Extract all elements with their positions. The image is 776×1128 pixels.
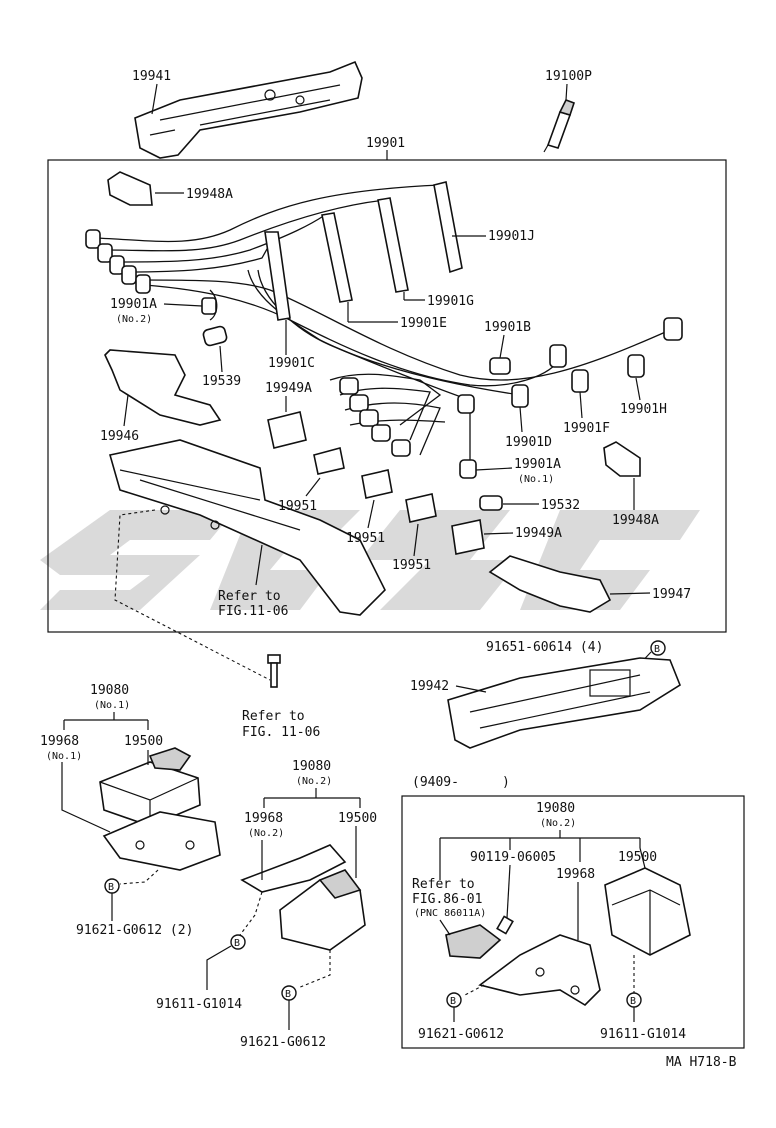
part-19100p-spark-plug (543, 98, 576, 153)
part-19946-bracket (104, 349, 222, 426)
label-19080-2-sub: (No.2) (296, 776, 332, 787)
label-refer-3: Refer to (412, 877, 475, 892)
circle-b-5: B (450, 996, 456, 1007)
label-19942: 19942 (410, 679, 449, 694)
label-19968-3: 19968 (556, 867, 595, 882)
label-91621-b: 91621-G0612 (418, 1027, 504, 1042)
label-91611-b: 91611-G1014 (600, 1027, 686, 1042)
label-refer-3-fig: FIG.86-01 (412, 892, 482, 907)
label-91611-a: 91611-G1014 (156, 997, 242, 1012)
label-19901e: 19901E (400, 316, 447, 331)
label-19968-2-sub: (No.2) (248, 828, 284, 839)
label-19100p: 19100P (545, 69, 592, 84)
bolt-90119 (496, 915, 514, 935)
part-19968-bracket-3 (478, 934, 601, 1007)
label-19968-1: 19968 (40, 734, 79, 749)
label-19901h: 19901H (620, 402, 667, 417)
part-wire-duct (108, 439, 386, 616)
part-19948a-clip-top (107, 171, 153, 206)
label-19948a-top: 19948A (186, 187, 233, 202)
label-refer-2: Refer to (242, 709, 305, 724)
part-19500-coil-2 (279, 869, 366, 951)
label-19080-2: 19080 (292, 759, 331, 774)
plug-boots (85, 181, 683, 479)
label-19080-3-sub: (No.2) (540, 818, 576, 829)
label-19901j: 19901J (488, 229, 535, 244)
label-refer-1-fig: FIG.11-06 (218, 604, 288, 619)
label-refer-3-pnc: (PNC 86011A) (414, 908, 486, 919)
part-19948a-clip-right (603, 441, 641, 477)
label-19539: 19539 (202, 374, 241, 389)
label-19532: 19532 (541, 498, 580, 513)
circle-b-2: B (108, 882, 114, 893)
label-19500-3: 19500 (618, 850, 657, 865)
label-91651: 91651-60614 (4) (486, 640, 603, 655)
label-19946: 19946 (100, 429, 139, 444)
part-19949a-holder-top (267, 411, 307, 449)
label-19941: 19941 (132, 69, 171, 84)
part-19942-cover (447, 657, 681, 749)
part-19951-holders (313, 447, 485, 555)
label-19901: 19901 (366, 136, 405, 151)
label-91621-2: 91621-G0612 (2) (76, 923, 193, 938)
label-91621-a: 91621-G0612 (240, 1035, 326, 1050)
part-19941-cover (134, 60, 363, 159)
label-19968-2: 19968 (244, 811, 283, 826)
label-19901f: 19901F (563, 421, 610, 436)
label-19080-1: 19080 (90, 683, 129, 698)
part-sensor (445, 924, 502, 959)
circle-b-1: B (654, 644, 660, 655)
label-90119: 90119-06005 (470, 850, 556, 865)
label-19901a-no1: 19901A (514, 457, 561, 472)
label-19948a-right: 19948A (612, 513, 659, 528)
label-19901d: 19901D (505, 435, 552, 450)
label-19080-1-sub: (No.1) (94, 700, 130, 711)
label-19901a-no1-sub: (No.1) (518, 474, 554, 485)
later-version-frame (401, 795, 745, 1049)
label-19968-1-sub: (No.1) (46, 751, 82, 762)
label-refer-2-fig: FIG. 11-06 (242, 725, 320, 740)
part-19532 (479, 495, 503, 511)
part-19500-coil-1 (99, 747, 201, 827)
label-19901b: 19901B (484, 320, 531, 335)
part-19500-coil-3 (604, 867, 691, 956)
label-19901g: 19901G (427, 294, 474, 309)
label-19951-b: 19951 (346, 531, 385, 546)
label-19901a-no2: 19901A (110, 297, 157, 312)
label-19901a-no2-sub: (No.2) (116, 314, 152, 325)
label-19951-a: 19951 (278, 499, 317, 514)
circle-b-4: B (285, 989, 291, 1000)
part-19947-bracket (488, 555, 612, 613)
part-19539 (202, 325, 228, 347)
bolt-fig1106 (267, 654, 281, 688)
label-19080-3: 19080 (536, 801, 575, 816)
part-19968-bracket-1 (102, 811, 221, 871)
label-19951-c: 19951 (392, 558, 431, 573)
label-19947: 19947 (652, 587, 691, 602)
circle-b-3: B (234, 938, 240, 949)
label-19500-1: 19500 (124, 734, 163, 749)
label-refer-1: Refer to (218, 589, 281, 604)
footer-code: MA H718-B (666, 1055, 737, 1070)
label-19500-2: 19500 (338, 811, 377, 826)
label-19901c: 19901C (268, 356, 315, 371)
circle-b-6: B (630, 996, 636, 1007)
label-date-close: ) (502, 775, 510, 790)
label-date-code: (9409- (412, 775, 459, 790)
label-19949a-top: 19949A (265, 381, 312, 396)
label-19949a-low: 19949A (515, 526, 562, 541)
